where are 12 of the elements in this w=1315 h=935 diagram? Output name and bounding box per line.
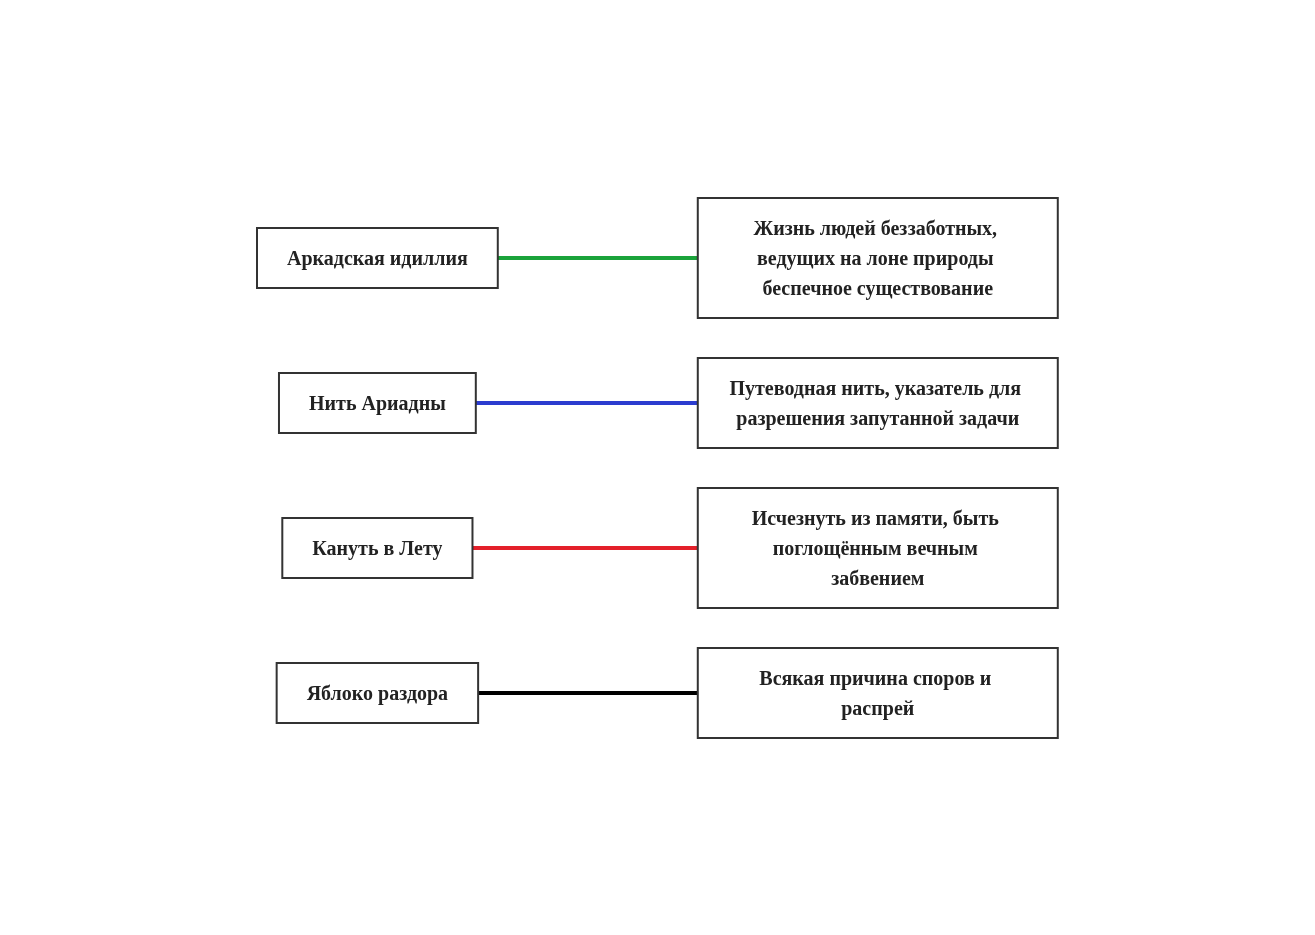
- connector: [472, 545, 698, 550]
- node-box: Кануть в Лету: [281, 516, 474, 579]
- connector: [497, 255, 698, 260]
- node-box: Яблоко раздора: [275, 661, 480, 724]
- node-box: Исчезнуть из памяти, быть поглощённым вечным забвением: [696, 486, 1059, 609]
- node-box: Аркадская идиллия: [256, 226, 499, 289]
- connector: [478, 690, 698, 695]
- node-box: Нить Ариадны: [278, 371, 477, 434]
- node-box: Путеводная нить, указатель для разрешения запутанной задачи: [696, 356, 1059, 449]
- node-box: Всякая причина споров и распрей: [696, 646, 1059, 739]
- connector: [475, 400, 698, 405]
- node-box: Жизнь людей беззаботных, ведущих на лоне природы беспечное существование: [696, 196, 1059, 319]
